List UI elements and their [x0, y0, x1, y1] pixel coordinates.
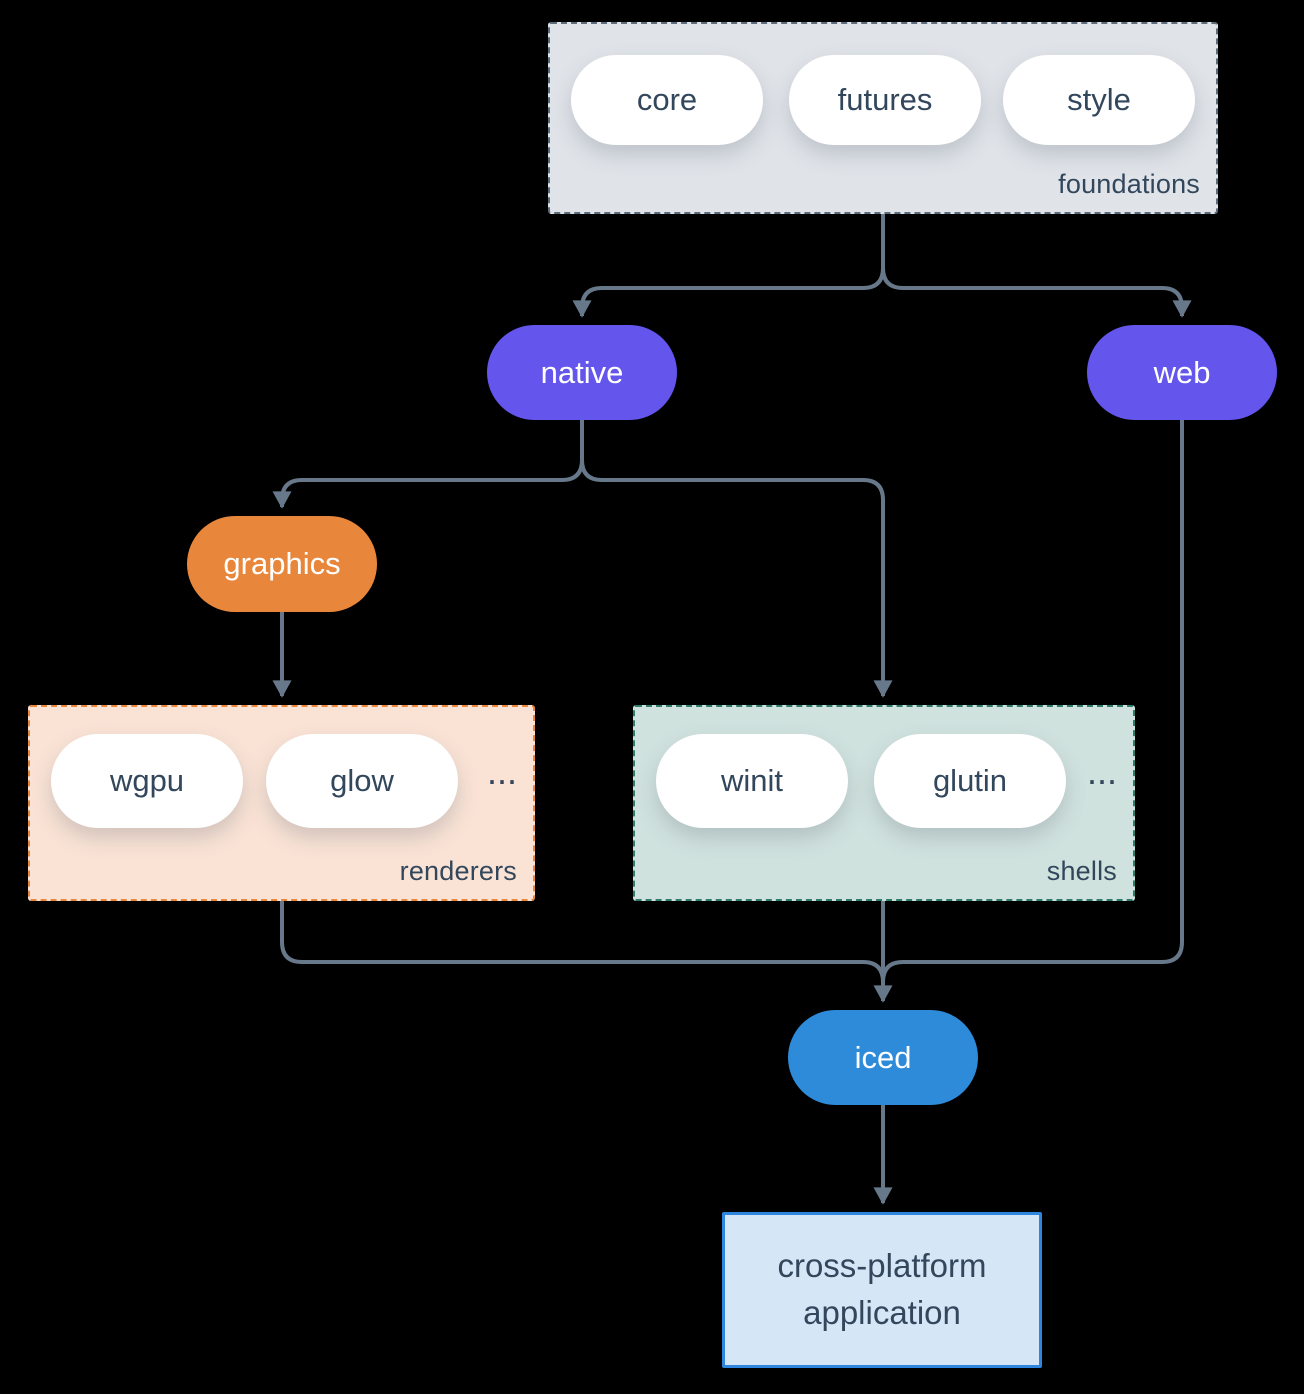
edge-native-graphics — [272, 420, 584, 509]
node-wgpu: wgpu — [51, 734, 243, 828]
renderers-group-label: renderers — [399, 856, 517, 886]
edge-native-shells — [580, 420, 893, 698]
node-core: core — [571, 55, 763, 145]
shells-group: winit glutin ... shells — [633, 705, 1135, 901]
foundations-group: core futures style foundations — [548, 22, 1218, 214]
edge-foundations-native — [572, 214, 885, 318]
node-style: style — [1003, 55, 1195, 145]
node-futures: futures — [789, 55, 981, 145]
shells-ellipsis: ... — [1086, 751, 1117, 792]
node-winit: winit — [656, 734, 848, 828]
edge-renderers-iced — [280, 900, 885, 992]
node-native: native — [487, 325, 677, 420]
shells-group-label: shells — [1046, 856, 1117, 886]
renderers-group: wgpu glow ... renderers — [28, 705, 535, 901]
node-cross-platform-application: cross-platform application — [722, 1212, 1042, 1368]
node-iced: iced — [788, 1010, 978, 1105]
node-glow: glow — [266, 734, 458, 828]
node-graphics: graphics — [187, 516, 377, 612]
node-glutin: glutin — [874, 734, 1066, 828]
renderers-ellipsis: ... — [486, 751, 517, 792]
foundations-group-label: foundations — [1058, 169, 1200, 199]
node-web: web — [1087, 325, 1277, 420]
edge-foundations-web — [881, 214, 1192, 318]
